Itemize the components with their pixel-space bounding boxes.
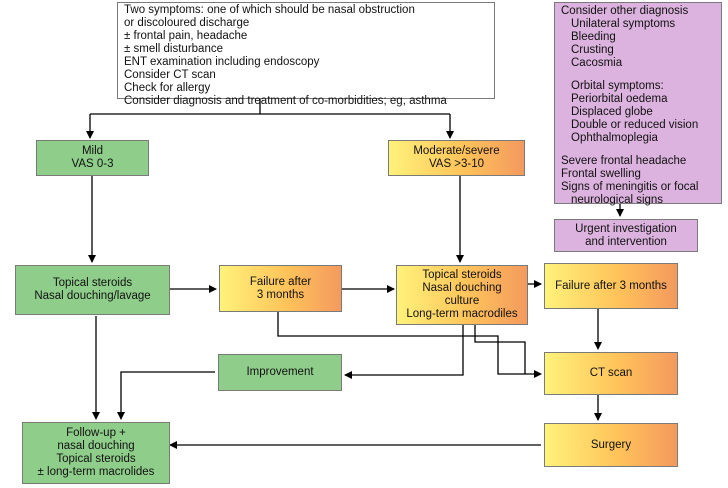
other-diagnosis-box: Consider other diagnosis Unilateral symp…	[554, 2, 722, 206]
failure-line: Failure after 3 months	[555, 279, 667, 292]
followup-line: Follow-up +	[66, 427, 126, 439]
surgery-label: Surgery	[590, 438, 632, 451]
orbital-item: Double or reduced vision	[571, 119, 699, 131]
orbital-item: Periorbital oedema	[571, 93, 668, 105]
treatment-line: Nasal douching	[422, 282, 502, 294]
other-diagnosis-title: Consider other diagnosis	[561, 5, 689, 17]
arrow-topical-moderate-to-improvement	[344, 325, 464, 379]
mild-box: Mild VAS 0-3	[36, 140, 149, 176]
criteria-line: ± frontal pain, headache	[124, 30, 248, 42]
severe-item: Signs of meningitis or focal	[561, 181, 699, 193]
followup-line: nasal douching	[57, 440, 135, 452]
urgent-line: and intervention	[585, 235, 667, 248]
criteria-line: Consider diagnosis and treatment of co-m…	[124, 95, 447, 107]
criteria-line: Check for allergy	[124, 82, 211, 94]
criteria-line: or discoloured discharge	[124, 17, 250, 29]
criteria-line: ± smell disturbance	[124, 43, 223, 55]
treatment-line: Nasal douching/lavage	[34, 290, 151, 302]
failure-line: Failure after	[249, 275, 312, 288]
arrow-improvement-to-followup	[117, 371, 215, 420]
orbital-title: Orbital symptoms:	[571, 80, 664, 92]
improvement-box: Improvement	[218, 354, 342, 391]
urgent-line: Urgent investigation	[575, 222, 677, 235]
unilateral-item: Bleeding	[571, 31, 616, 43]
followup-line: ± long-term macrolides	[37, 466, 155, 478]
moderate-label: Moderate/severe	[413, 145, 500, 157]
treatment-line: culture	[444, 295, 480, 307]
treatment-line: Long-term macrodiles	[406, 308, 518, 320]
treatment-line: Topical steroids	[52, 277, 133, 289]
failure-right-box: Failure after 3 months	[544, 263, 678, 309]
failure-line: 3 months	[256, 288, 305, 301]
criteria-line: Two symptoms: one of which should be nas…	[124, 4, 415, 16]
followup-line: Topical steroids	[56, 453, 136, 465]
unilateral-item: Cacosmia	[571, 57, 623, 69]
severe-item: Severe frontal headache	[561, 155, 687, 167]
topical-moderate-box: Topical steroids Nasal douching culture …	[396, 265, 528, 325]
criteria-line: Consider CT scan	[124, 69, 216, 81]
mild-vas: VAS 0-3	[71, 158, 114, 170]
surgery-box: Surgery	[544, 423, 678, 467]
arrow-topical-moderate-to-ct-branch	[474, 325, 526, 374]
ct-scan-label: CT scan	[589, 367, 633, 379]
spacer	[561, 70, 715, 80]
orbital-item: Ophthalmoplegia	[571, 132, 658, 144]
urgent-box: Urgent investigation and intervention	[554, 219, 698, 252]
moderate-vas: VAS >3-10	[428, 158, 485, 170]
topical-mild-box: Topical steroids Nasal douching/lavage	[15, 265, 170, 315]
orbital-item: Displaced globe	[571, 106, 653, 118]
criteria-box: Two symptoms: one of which should be nas…	[117, 2, 495, 107]
arrow-failure-to-ct	[277, 312, 542, 378]
treatment-line: Topical steroids	[422, 269, 502, 281]
severe-item: Frontal swelling	[561, 168, 641, 180]
followup-box: Follow-up + nasal douching Topical stero…	[22, 422, 170, 484]
improvement-label: Improvement	[246, 366, 314, 378]
failure-left-box: Failure after 3 months	[219, 265, 342, 312]
spacer	[561, 145, 715, 155]
unilateral-item: Crusting	[571, 44, 614, 56]
criteria-line: ENT examination including endoscopy	[124, 56, 320, 68]
ct-scan-box: CT scan	[544, 352, 678, 395]
mild-label: Mild	[81, 145, 104, 157]
unilateral-item: Unilateral symptoms	[571, 18, 676, 30]
moderate-box: Moderate/severe VAS >3-10	[388, 140, 525, 176]
severe-item: neurological signs	[571, 194, 664, 206]
